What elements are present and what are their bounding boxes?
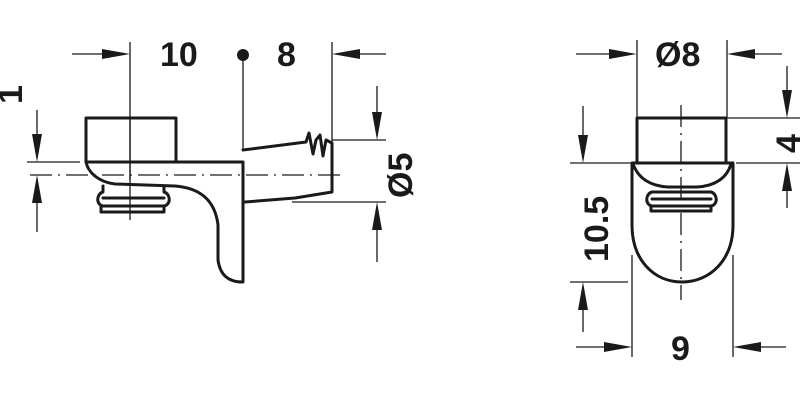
front-view: Ø8 4 — [570, 36, 800, 368]
dim-label-8: 8 — [277, 36, 296, 74]
dim-label-4: 4 — [770, 134, 800, 153]
cup-inner-arc — [631, 162, 733, 189]
arrow-up-icon — [578, 282, 588, 310]
dimension-offset: 1 — [0, 85, 80, 232]
arrow-up-icon — [782, 163, 792, 191]
arrow-up-icon — [32, 175, 42, 203]
arrow-left-icon — [727, 49, 755, 59]
dimension-cap-diameter: Ø8 — [576, 36, 782, 118]
arrow-right-icon — [609, 49, 637, 59]
dim-label-1: 1 — [0, 85, 30, 104]
cap-outline — [84, 116, 178, 164]
arrow-left-icon — [332, 49, 360, 59]
arrow-right-icon — [102, 49, 130, 59]
arrow-down-icon — [782, 90, 792, 118]
dim-label-o5: Ø5 — [382, 153, 420, 198]
arrow-down-icon — [372, 112, 382, 140]
dimension-body-width: 9 — [576, 255, 786, 368]
arrow-right-icon — [604, 342, 632, 352]
dimension-body-height: 10.5 — [570, 106, 632, 332]
cup-outline — [630, 161, 735, 284]
dim-label-o8: Ø8 — [655, 36, 700, 74]
dimension-length: 10 8 — [72, 36, 386, 180]
arrow-up-icon — [372, 202, 382, 230]
groove-ring — [96, 184, 171, 214]
datum-dot-icon — [237, 49, 249, 61]
dimension-pin-diameter: Ø5 — [345, 86, 420, 262]
arrow-left-icon — [733, 342, 761, 352]
arrow-down-icon — [32, 134, 42, 162]
dim-label-9: 9 — [671, 330, 690, 368]
dimension-cap-height: 4 — [736, 66, 800, 208]
side-view: 10 8 1 — [0, 36, 420, 284]
arrow-down-icon — [578, 135, 588, 163]
pin-outline — [241, 131, 334, 204]
bracket-outline — [84, 160, 245, 284]
dim-label-10-5: 10.5 — [578, 196, 616, 262]
dim-label-10: 10 — [160, 36, 198, 74]
